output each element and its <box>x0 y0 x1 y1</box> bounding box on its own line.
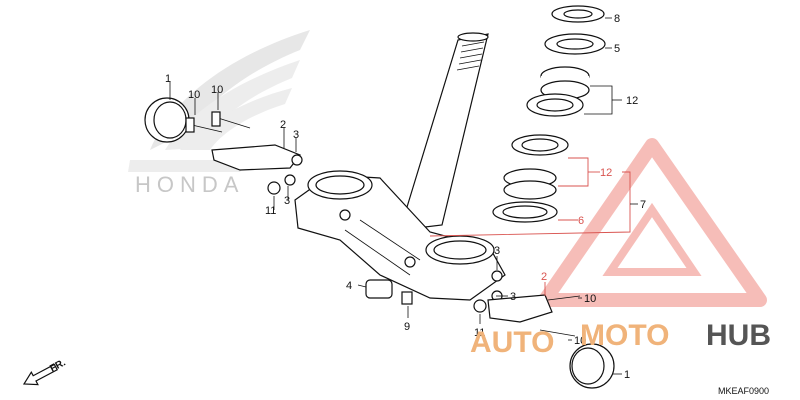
lower-triple-clamp <box>294 170 506 301</box>
watermark-text: AUTO MOTO HUB <box>470 319 771 359</box>
callout-2-left: 2 <box>280 119 286 131</box>
bearing-stack <box>492 5 606 223</box>
front-direction-arrow <box>22 363 59 386</box>
callout-10-left-b: 10 <box>211 84 223 96</box>
lower-right-parts <box>365 270 615 389</box>
callout-3-left-b: 3 <box>284 195 290 207</box>
callout-6: 6 <box>578 215 584 227</box>
callout-10-left-a: 10 <box>188 89 200 101</box>
watermark-part-moto: MOTO <box>580 319 669 352</box>
honda-brand-text: HONDA <box>135 172 244 197</box>
watermark-part-hub: HUB <box>706 319 771 352</box>
callout-10-right-b: 10 <box>574 335 586 347</box>
callout-labels: 1 10 10 2 3 3 11 8 5 12 12 7 6 3 3 2 4 9… <box>165 13 646 381</box>
callout-3-right-a: 3 <box>494 245 500 257</box>
callout-4: 4 <box>346 280 352 292</box>
callout-2-right: 2 <box>541 271 547 283</box>
callout-7: 7 <box>640 199 646 211</box>
watermark-part-auto: AUTO <box>470 326 554 359</box>
callout-12-lower: 12 <box>600 167 612 179</box>
watermark-triangle <box>538 138 767 307</box>
front-direction-label: FR. <box>48 357 68 374</box>
callout-10-right-a: 10 <box>584 293 596 305</box>
callout-3-left-a: 3 <box>293 129 299 141</box>
callout-5: 5 <box>614 43 620 55</box>
callout-11-left: 11 <box>265 205 276 217</box>
callout-3-right-b: 3 <box>510 291 516 303</box>
steering-stem <box>399 32 489 231</box>
callout-1-bottom: 1 <box>624 369 630 381</box>
callout-1-top: 1 <box>165 73 171 85</box>
callout-9: 9 <box>404 321 410 333</box>
callout-11-right: 11 <box>474 327 485 339</box>
diagram-code: MKEAF0900 <box>718 386 769 396</box>
callout-12-upper: 12 <box>626 95 638 107</box>
left-parts <box>144 97 303 195</box>
leader-lines <box>169 17 638 375</box>
callout-8: 8 <box>614 13 620 25</box>
